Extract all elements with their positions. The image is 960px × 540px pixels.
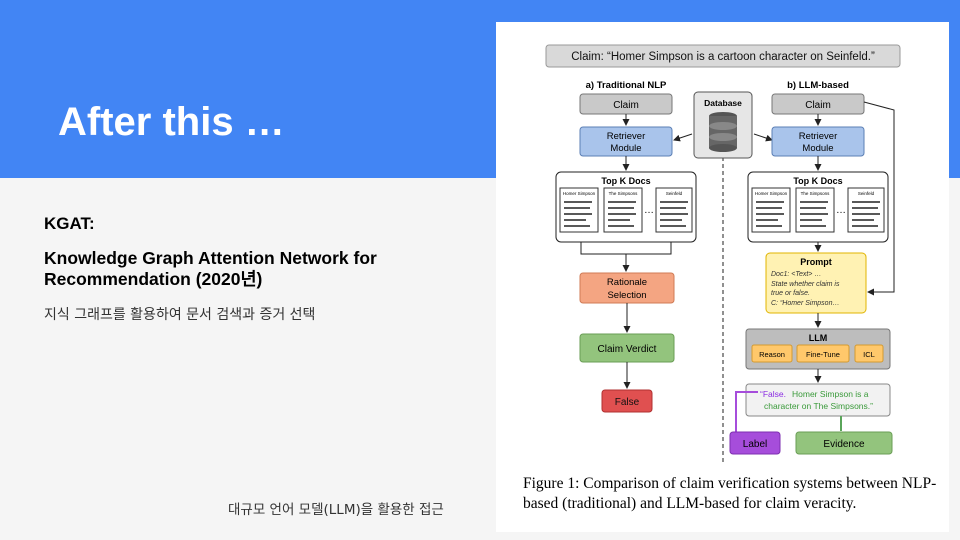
claim-banner xyxy=(545,44,901,68)
description: 지식 그래프를 활용하여 문서 검색과 증거 선택 xyxy=(44,307,316,323)
right-doc-1: Homer Simpson xyxy=(751,187,791,233)
finetune-text: Fine-Tune xyxy=(806,350,840,359)
prompt-line-4: C: “Homer Simpson… xyxy=(771,300,839,307)
figure-image: Claim: “Homer Simpson is a cartoon chara… xyxy=(496,22,949,532)
footer-note: 대규모 언어 모델(LLM)을 활용한 접근 xyxy=(228,502,444,518)
svg-text:Homer Simpson: Homer Simpson xyxy=(755,191,788,196)
database-icon xyxy=(709,112,737,152)
svg-text:…: … xyxy=(644,205,654,216)
svg-text:The Simpsons: The Simpsons xyxy=(609,191,639,196)
left-doc-1: Homer Simpson xyxy=(559,187,599,233)
reason-text: Reason xyxy=(759,350,785,359)
right-doc-2: The Simpsons xyxy=(795,187,835,233)
model-name: KGAT: xyxy=(44,214,95,233)
false-text: False xyxy=(615,397,640,408)
label-box xyxy=(729,431,781,455)
figure-caption: Figure 1: Comparison of claim verificati… xyxy=(523,475,937,512)
verdict-text: Claim Verdict xyxy=(598,344,657,355)
prompt-title: Prompt xyxy=(800,257,832,267)
paper-title: Knowledge Graph Attention Network for Re… xyxy=(44,248,377,289)
reason-chip xyxy=(751,344,793,363)
output-box xyxy=(745,383,891,417)
left-retriever-l2: Module xyxy=(610,143,641,154)
prompt-line-3: true or false. xyxy=(771,290,810,297)
svg-text:The Simpsons: The Simpsons xyxy=(801,191,831,196)
false-box xyxy=(601,389,653,413)
claim-text: Claim: “Homer Simpson is a cartoon chara… xyxy=(571,51,875,63)
svg-text:Seinfeld: Seinfeld xyxy=(858,191,875,196)
right-retriever-l1: Retriever xyxy=(799,131,838,142)
output-false: “False. xyxy=(760,389,786,399)
svg-text:…: … xyxy=(836,205,846,216)
database-label: Database xyxy=(704,98,742,108)
left-claim-text: Claim xyxy=(613,100,639,111)
left-doc-3: Seinfeld xyxy=(655,187,693,233)
evidence-box xyxy=(795,431,893,455)
icl-text: ICL xyxy=(863,350,875,359)
left-retriever-l1: Retriever xyxy=(607,131,646,142)
prompt-line-2: State whether claim is xyxy=(771,281,840,288)
label-text: Label xyxy=(743,439,767,450)
output-line-1: Homer Simpson is a xyxy=(792,389,869,399)
right-claim-text: Claim xyxy=(805,100,831,111)
right-retriever-l2: Module xyxy=(802,143,833,154)
left-topk-label: Top K Docs xyxy=(601,176,650,186)
svg-text:Seinfeld: Seinfeld xyxy=(666,191,683,196)
prompt-line-1: Doc1: <Text> … xyxy=(771,271,821,278)
right-doc-3: Seinfeld xyxy=(847,187,885,233)
slide-title: After this … xyxy=(58,100,285,144)
rationale-l1: Rationale xyxy=(607,277,647,288)
prompt-box xyxy=(765,252,867,314)
evidence-text: Evidence xyxy=(823,439,865,450)
finetune-chip xyxy=(796,344,850,363)
verification-diagram: Claim: “Homer Simpson is a cartoon chara… xyxy=(545,44,901,462)
llm-label: LLM xyxy=(809,333,828,343)
left-doc-2: The Simpsons xyxy=(603,187,643,233)
right-topk-label: Top K Docs xyxy=(793,176,842,186)
left-header: a) Traditional NLP xyxy=(586,80,667,91)
rationale-l2: Selection xyxy=(607,290,646,301)
icl-chip xyxy=(854,344,884,363)
output-line-2: character on The Simpsons.” xyxy=(764,401,873,411)
svg-text:Homer Simpson: Homer Simpson xyxy=(563,191,596,196)
right-header: b) LLM-based xyxy=(787,80,849,91)
